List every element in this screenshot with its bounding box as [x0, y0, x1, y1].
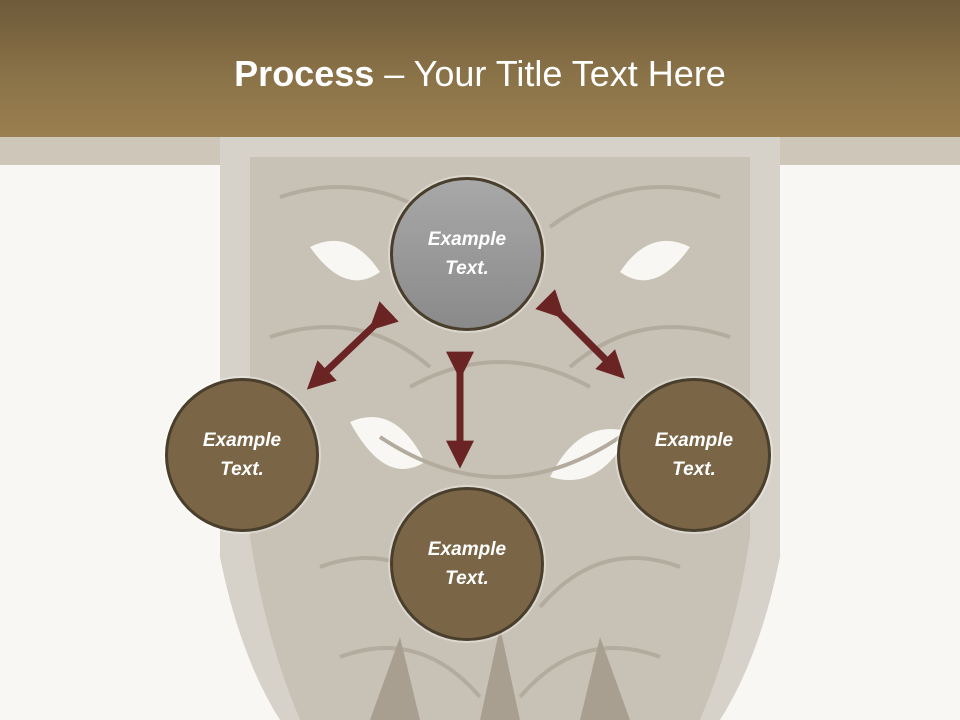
node-bottom[interactable]: Example Text. [390, 487, 544, 641]
node-right-label: Example Text. [654, 430, 734, 480]
title-bold: Process [234, 53, 375, 94]
node-right[interactable]: Example Text. [617, 378, 771, 532]
mask-background-image [220, 137, 780, 720]
node-top[interactable]: Example Text. [390, 177, 544, 331]
title-rest: – Your Title Text Here [374, 53, 726, 94]
node-top-label: Example Text. [427, 229, 507, 279]
node-bottom-label: Example Text. [427, 539, 507, 589]
title-bar [0, 0, 960, 137]
slide-title[interactable]: Process – Your Title Text Here [0, 52, 960, 96]
node-left-label: Example Text. [202, 430, 282, 480]
node-left[interactable]: Example Text. [165, 378, 319, 532]
